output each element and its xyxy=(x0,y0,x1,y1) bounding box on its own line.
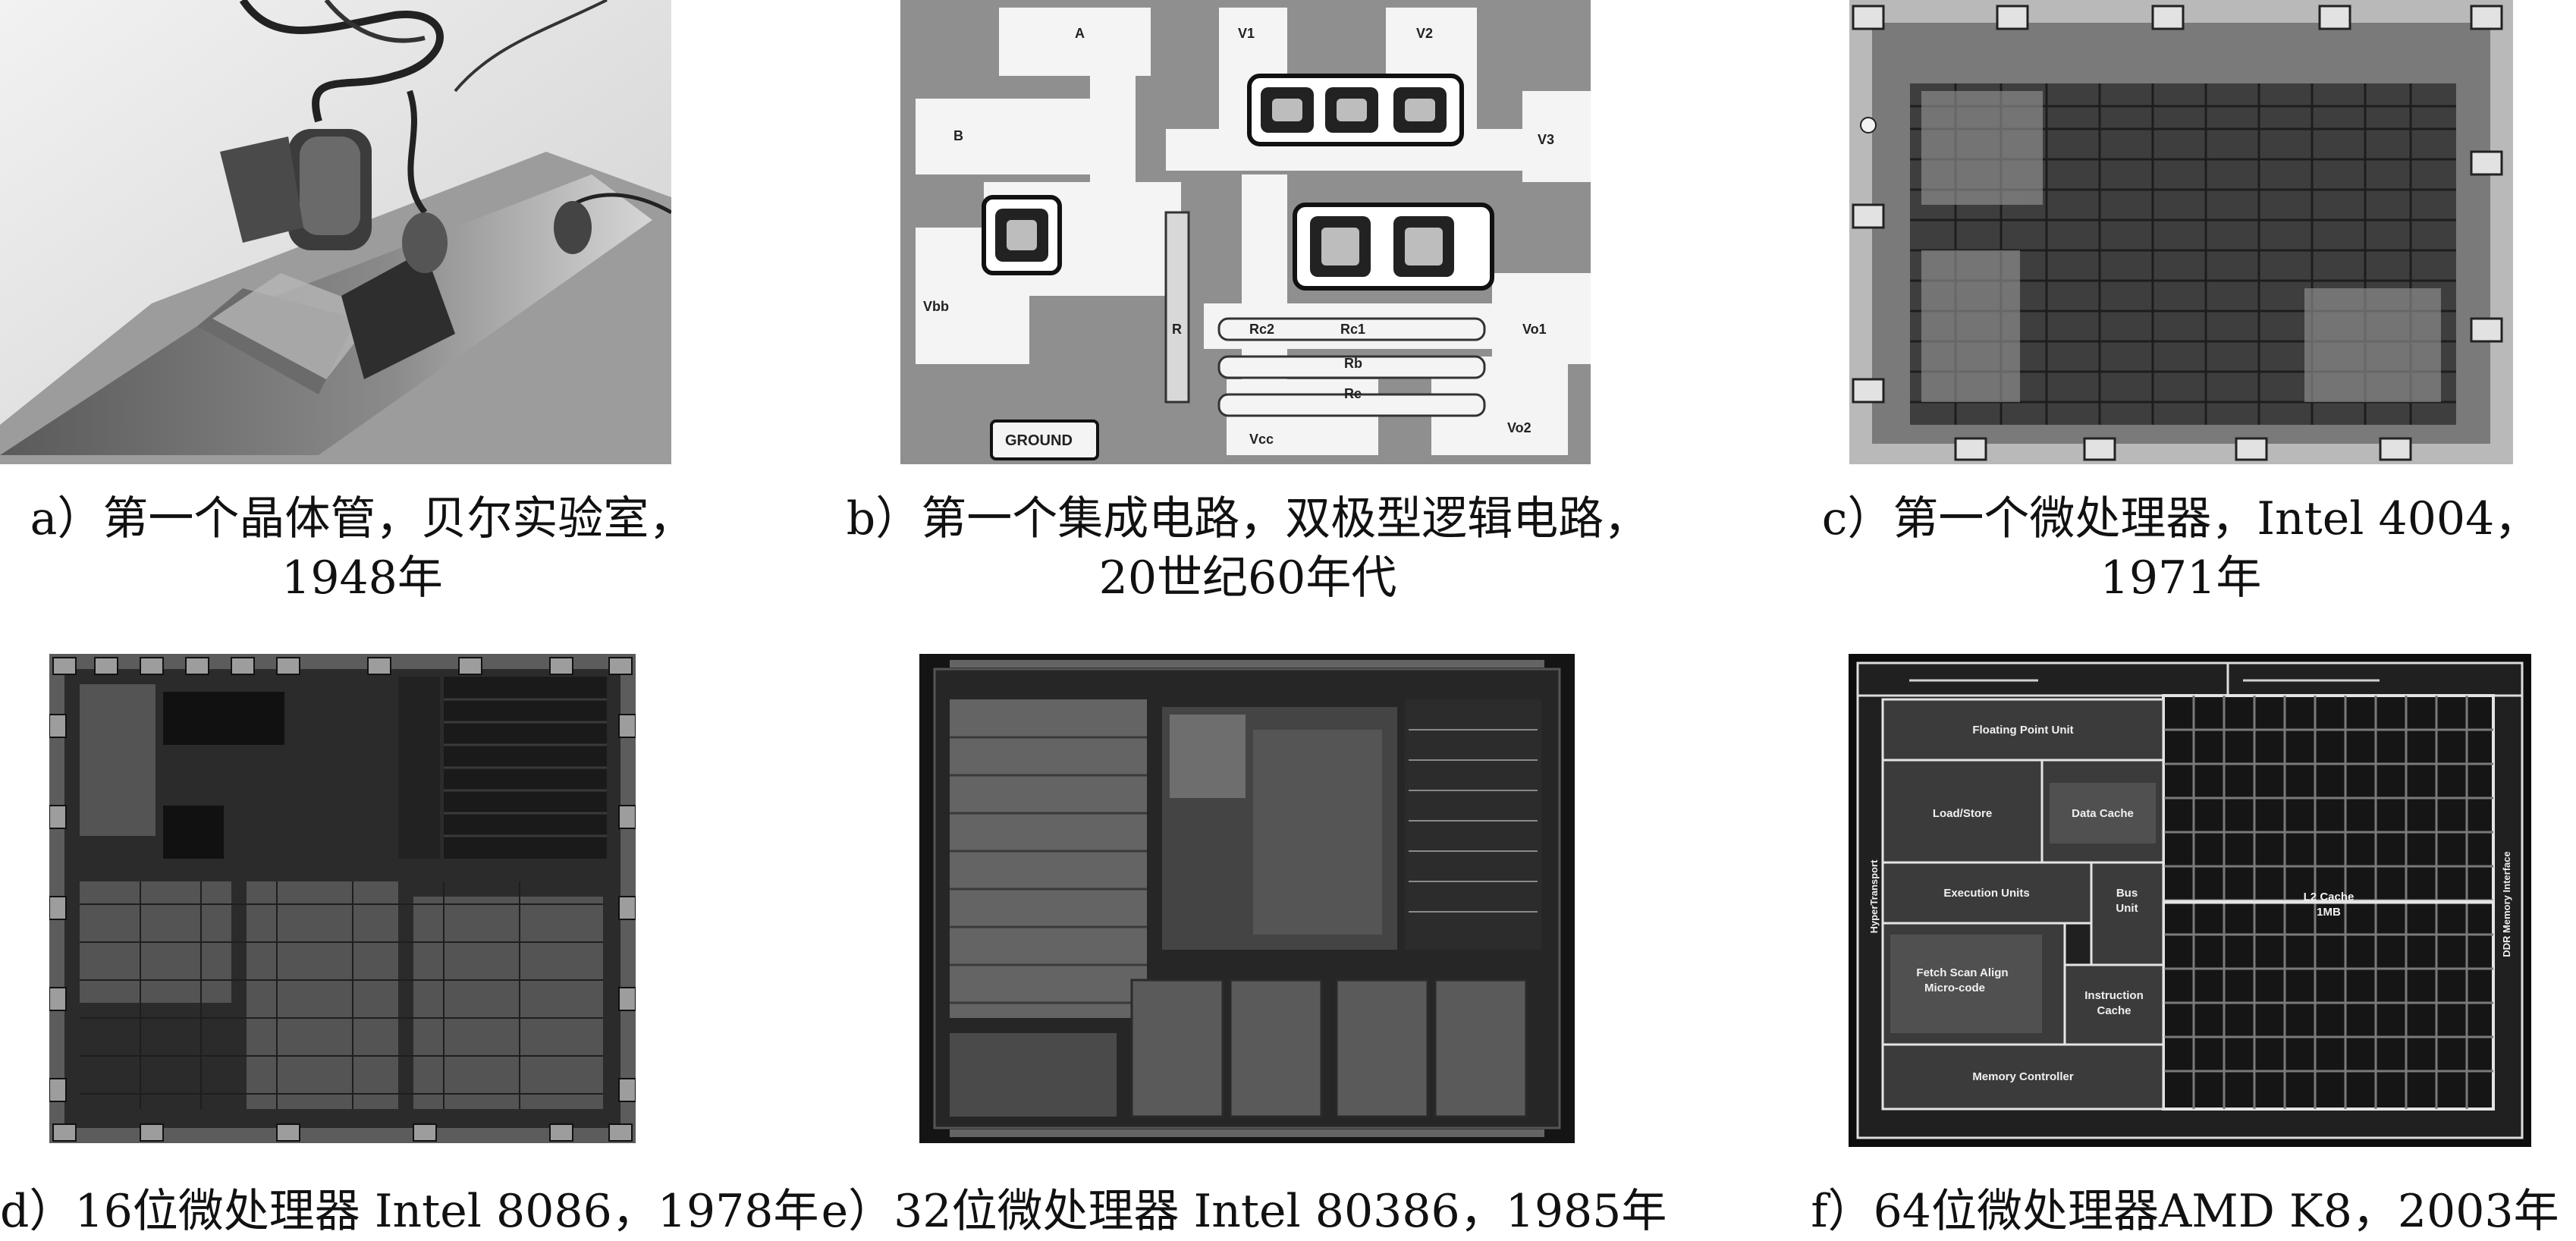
caption-e: e）32位微处理器 Intel 80386，1985年 xyxy=(819,1182,1669,1241)
block-loadstore: Load/Store xyxy=(1933,807,1992,820)
block-l2-1: L2 Cache xyxy=(2304,891,2355,903)
caption-f: f）64位微处理器AMD K8，2003年 xyxy=(1794,1182,2576,1241)
label-vcc: Vcc xyxy=(1249,432,1274,447)
block-exec: Execution Units xyxy=(1943,887,2029,900)
label-re: Re xyxy=(1344,386,1362,401)
intel-80386-die-photo xyxy=(919,654,1575,1143)
amd-k8-die-photo: Floating Point Unit Load/Store Data Cach… xyxy=(1849,654,2531,1147)
label-ground: GROUND xyxy=(1005,432,1073,449)
label-rc1: Rc1 xyxy=(1340,322,1365,337)
block-bus-2: Unit xyxy=(2116,902,2138,915)
block-bus-1: Bus xyxy=(2116,887,2138,900)
caption-d: d）16位微处理器 Intel 8086，1978年 xyxy=(0,1182,819,1241)
caption-a: a）第一个晶体管，贝尔实验室， 1948年 xyxy=(0,489,724,608)
caption-c: c）第一个微处理器，Intel 4004， 1971年 xyxy=(1805,489,2556,608)
caption-a-line2: 1948年 xyxy=(281,551,443,605)
label-rb: Rb xyxy=(1344,356,1362,371)
block-fetch-2: Micro-code xyxy=(1924,982,1985,994)
label-vo1: Vo1 xyxy=(1522,322,1547,337)
caption-d-line1: d）16位微处理器 Intel 8086，1978年 xyxy=(0,1185,819,1238)
label-v2: V2 xyxy=(1416,26,1433,41)
transistor-photo xyxy=(0,0,671,464)
caption-a-line1: a）第一个晶体管，贝尔实验室， xyxy=(30,492,695,545)
block-dcache: Data Cache xyxy=(2072,807,2134,820)
block-icache-1: Instruction xyxy=(2084,989,2144,1002)
caption-c-line1: c）第一个微处理器，Intel 4004， xyxy=(1821,492,2540,545)
caption-b-line1: b）第一个集成电路，双极型逻辑电路， xyxy=(846,492,1650,545)
block-l2-2: 1MB xyxy=(2317,906,2341,919)
block-icache-2: Cache xyxy=(2097,1004,2131,1017)
block-ht: HyperTransport xyxy=(1868,859,1880,933)
caption-f-line1: f）64位微处理器AMD K8，2003年 xyxy=(1811,1185,2559,1238)
label-v1: V1 xyxy=(1238,26,1255,41)
block-fpu: Floating Point Unit xyxy=(1972,724,2073,737)
label-r: R xyxy=(1172,322,1182,337)
caption-e-line1: e）32位微处理器 Intel 80386，1985年 xyxy=(821,1185,1667,1238)
label-v3: V3 xyxy=(1538,132,1554,147)
block-memctl: Memory Controller xyxy=(1972,1070,2074,1083)
caption-c-line2: 1971年 xyxy=(2100,551,2262,605)
block-fetch-1: Fetch Scan Align xyxy=(1916,966,2008,979)
label-b: B xyxy=(953,128,963,143)
label-a: A xyxy=(1075,26,1085,41)
caption-b: b）第一个集成电路，双极型逻辑电路， 20世纪60年代 xyxy=(789,489,1707,608)
caption-b-line2: 20世纪60年代 xyxy=(1098,551,1397,605)
ic-photo: A B V1 V2 V3 Vbb R Rc2 Rc1 Rb Re Vo1 Vo2… xyxy=(900,0,1591,464)
label-vbb: Vbb xyxy=(923,299,949,314)
label-rc2: Rc2 xyxy=(1249,322,1274,337)
block-ddr: DDR Memory Interface xyxy=(2501,851,2512,957)
label-vo2: Vo2 xyxy=(1507,420,1531,435)
intel-8086-die-photo xyxy=(49,654,636,1143)
intel-4004-die-photo xyxy=(1849,0,2513,464)
